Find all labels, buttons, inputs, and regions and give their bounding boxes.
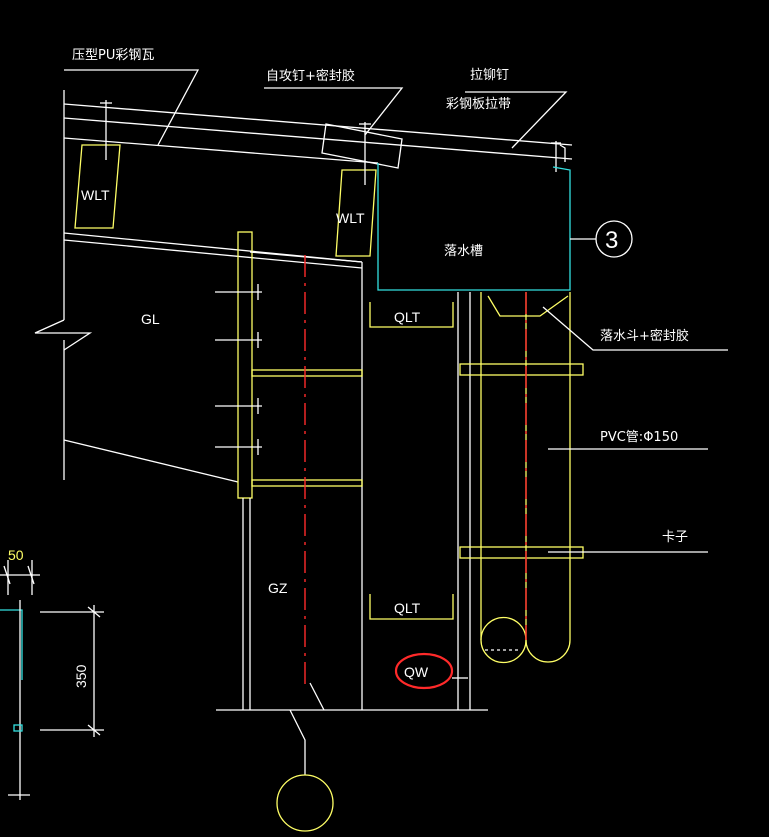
label-color-steel-strip: 彩钢板拉带 [446,97,511,112]
end-plate [215,231,262,499]
gutter-outline [377,163,571,291]
label-downpipe-funnel: 落水斗+密封胶 [600,328,689,344]
label-qw: QW [404,664,429,680]
label-screw-sealant: 自攻钉+密封胶 [266,68,355,84]
sealant-pad [321,123,403,169]
dimension-detail [0,560,104,800]
label-gl: GL [141,311,160,327]
break-line [34,319,93,351]
label-roof-tile: 压型PU彩钢瓦 [72,48,154,63]
label-callout-number: 3 [605,227,618,254]
downpipe [459,292,584,664]
roof-panel [63,90,573,480]
label-wlt-left: WLT [81,187,110,203]
gutter-flashing [559,144,566,162]
label-dim-50: 50 [8,547,24,563]
purlin-wlt-left [74,144,121,229]
screws [100,100,561,185]
detail-callout-circle [595,220,633,258]
wall [216,292,488,711]
foundation-marker [276,682,334,832]
beam-gl [63,232,363,710]
column-gz [242,251,363,710]
label-clip: 卡子 [662,530,688,545]
label-qlt-bottom: QLT [394,600,421,616]
label-gz: GZ [268,580,288,596]
label-wlt-right: WLT [336,210,365,226]
qw-highlight-ellipse [394,652,454,690]
label-qlt-top: QLT [394,309,421,325]
label-rivet: 拉铆钉 [470,68,509,83]
label-dim-350: 350 [73,664,89,688]
label-gutter: 落水槽 [444,244,483,259]
label-pvc-pipe: PVC管:Φ150 [600,430,678,445]
leader-lines [64,69,728,679]
